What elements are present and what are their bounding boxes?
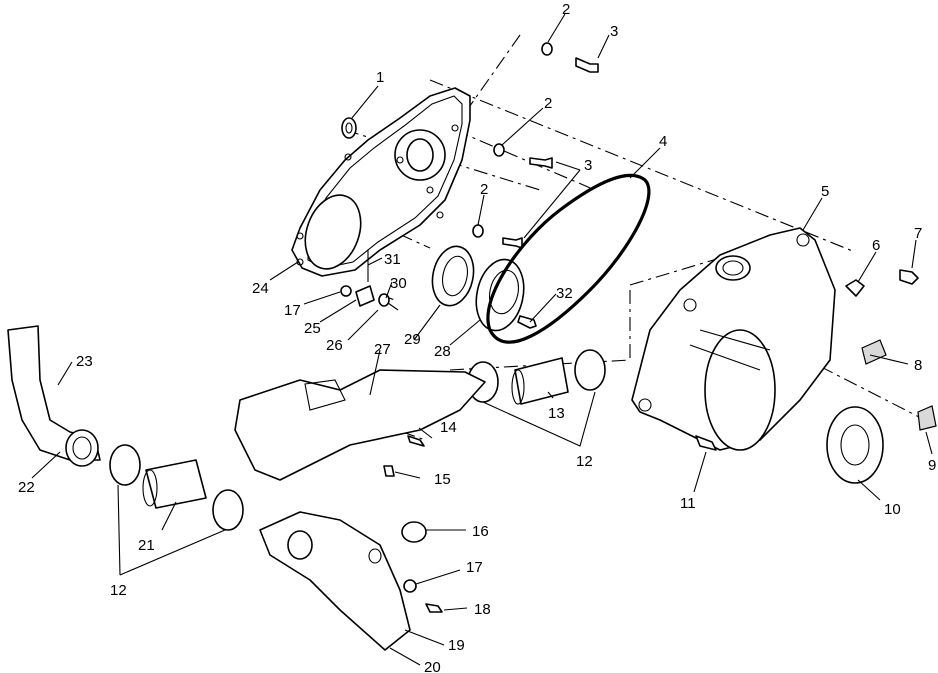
callout-4: 4 [659, 133, 667, 150]
bolt-part-32 [517, 315, 537, 329]
gasket-part-10 [826, 406, 884, 484]
callout-18: 18 [474, 601, 491, 618]
plug-part-16-washer-17-screw-18 [401, 521, 443, 613]
decal-part-9 [917, 405, 937, 431]
callout-17: 17 [466, 559, 483, 576]
inner-cover-plate [291, 87, 471, 277]
callout-21: 21 [138, 537, 155, 554]
callout-16: 16 [472, 523, 489, 540]
screw-part-11 [695, 435, 717, 451]
callout-19: 19 [448, 637, 465, 654]
callout-32: 32 [556, 285, 573, 302]
drive-belt-part-4 [486, 173, 651, 344]
callout-14: 14 [440, 419, 457, 436]
callout-20: 20 [424, 659, 441, 673]
callout-3: 3 [610, 23, 618, 40]
decal-part-8 [861, 339, 887, 365]
intake-part-22 [7, 325, 101, 467]
callout-29: 29 [404, 331, 421, 348]
callout-2: 2 [562, 1, 570, 18]
callout-26: 26 [326, 337, 343, 354]
outer-cover-part-5 [631, 227, 836, 451]
callout-23: 23 [76, 353, 93, 370]
callout-5: 5 [821, 183, 829, 200]
leader-lines [31, 13, 933, 666]
callout-7: 7 [914, 225, 922, 242]
seal-part-29 [431, 245, 475, 307]
callout-22: 22 [18, 479, 35, 496]
clip-part-6 [845, 279, 865, 297]
callout-24: 24 [252, 280, 269, 297]
callout-27: 27 [374, 341, 391, 358]
screw-part-7 [899, 269, 919, 285]
callout-25: 25 [304, 320, 321, 337]
callout-15: 15 [434, 471, 451, 488]
washer-part-1 [341, 117, 357, 139]
callout-10: 10 [884, 501, 901, 518]
callout-11: 11 [680, 495, 696, 512]
washer-part-2 [472, 42, 553, 238]
callout-8: 8 [914, 357, 922, 374]
callout-2: 2 [544, 95, 552, 112]
callout-1: 1 [376, 69, 384, 86]
callout-9: 9 [928, 457, 936, 474]
hose-part-21 [142, 459, 207, 509]
callout-12: 12 [576, 453, 593, 470]
hose-part-13 [511, 357, 569, 405]
callout-3: 3 [584, 157, 592, 174]
duct-part-27 [234, 369, 486, 481]
callout-28: 28 [434, 343, 451, 360]
callout-2: 2 [480, 181, 488, 198]
callout-12: 12 [110, 582, 127, 599]
small-hardware [340, 250, 399, 311]
callout-6: 6 [872, 237, 880, 254]
callout-31: 31 [384, 251, 401, 268]
callout-labels: 1 2 3 2 3 2 4 5 6 7 8 9 10 11 12 13 14 1… [18, 1, 936, 673]
callout-17: 17 [284, 302, 301, 319]
callout-30: 30 [390, 275, 407, 292]
callout-13: 13 [548, 405, 565, 422]
screw-part-3 [502, 57, 599, 249]
screw-part-14-and-clip-15 [383, 435, 425, 477]
box-part-20 [259, 511, 411, 651]
